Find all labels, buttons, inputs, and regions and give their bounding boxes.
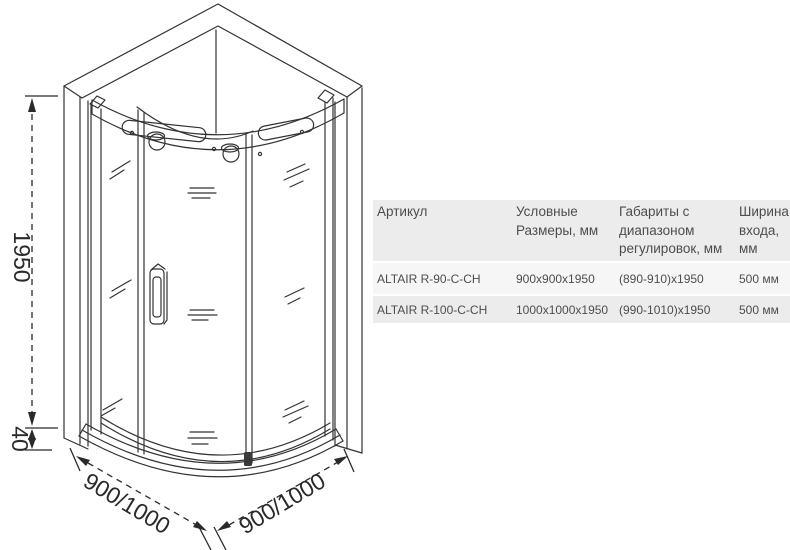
table-row: ALTAIR R-90-C-CH 900x900x1950 (890-910)x… (373, 263, 790, 294)
column-header-size: Условные Размеры, мм (516, 204, 599, 238)
base-tray (78, 423, 344, 478)
column-header-entry: Ширина входа, мм (739, 204, 789, 256)
shower-enclosure-technical-drawing: 1950 40 900/1000 900/1000 (7, 3, 363, 550)
dimension-right-width-label: 900/1000 (234, 467, 330, 539)
cell-entry: 500 мм (739, 302, 779, 317)
glass-hatch-marks (100, 160, 310, 445)
screw-icon (299, 129, 305, 135)
door-stopper (244, 452, 252, 466)
cell-range: (990-1010)x1950 (619, 302, 711, 317)
sliding-door (100, 109, 331, 464)
fixed-glass-panels (89, 89, 335, 441)
door-handle (149, 263, 168, 325)
column-header-article: Артикул (377, 204, 428, 219)
cell-size: 900x900x1950 (516, 271, 595, 286)
table-header-row: Артикул Условные Размеры, мм Габариты с … (373, 200, 790, 261)
roller-right-icon (220, 143, 240, 163)
dimension-arrowheads (28, 98, 348, 531)
dimension-base-height-label: 40 (7, 426, 33, 452)
screw-icon (257, 151, 263, 157)
wall-panels (63, 3, 363, 454)
screw-icon (129, 130, 135, 136)
cell-article: ALTAIR R-90-C-CH (377, 271, 481, 286)
cell-article: ALTAIR R-100-C-CH (377, 302, 488, 317)
dimension-right-width-line (213, 448, 355, 550)
top-rail (91, 98, 345, 157)
table-row: ALTAIR R-100-C-CH 1000x1000x1950 (990-10… (373, 296, 790, 323)
spec-table: Артикул Условные Размеры, мм Габариты с … (373, 200, 790, 323)
dimension-left-width-label: 900/1000 (79, 467, 175, 539)
cell-range: (890-910)x1950 (619, 271, 704, 286)
column-header-range: Габариты с диапазоном регулировок, мм (619, 204, 723, 256)
dimension-height (25, 95, 58, 451)
screw-icon (211, 146, 217, 152)
cell-size: 1000x1000x1950 (516, 302, 609, 317)
roller-left-icon (146, 131, 166, 151)
cell-entry: 500 мм (739, 271, 779, 286)
dimension-height-label: 1950 (9, 231, 35, 282)
dimension-left-width-line (69, 447, 212, 550)
